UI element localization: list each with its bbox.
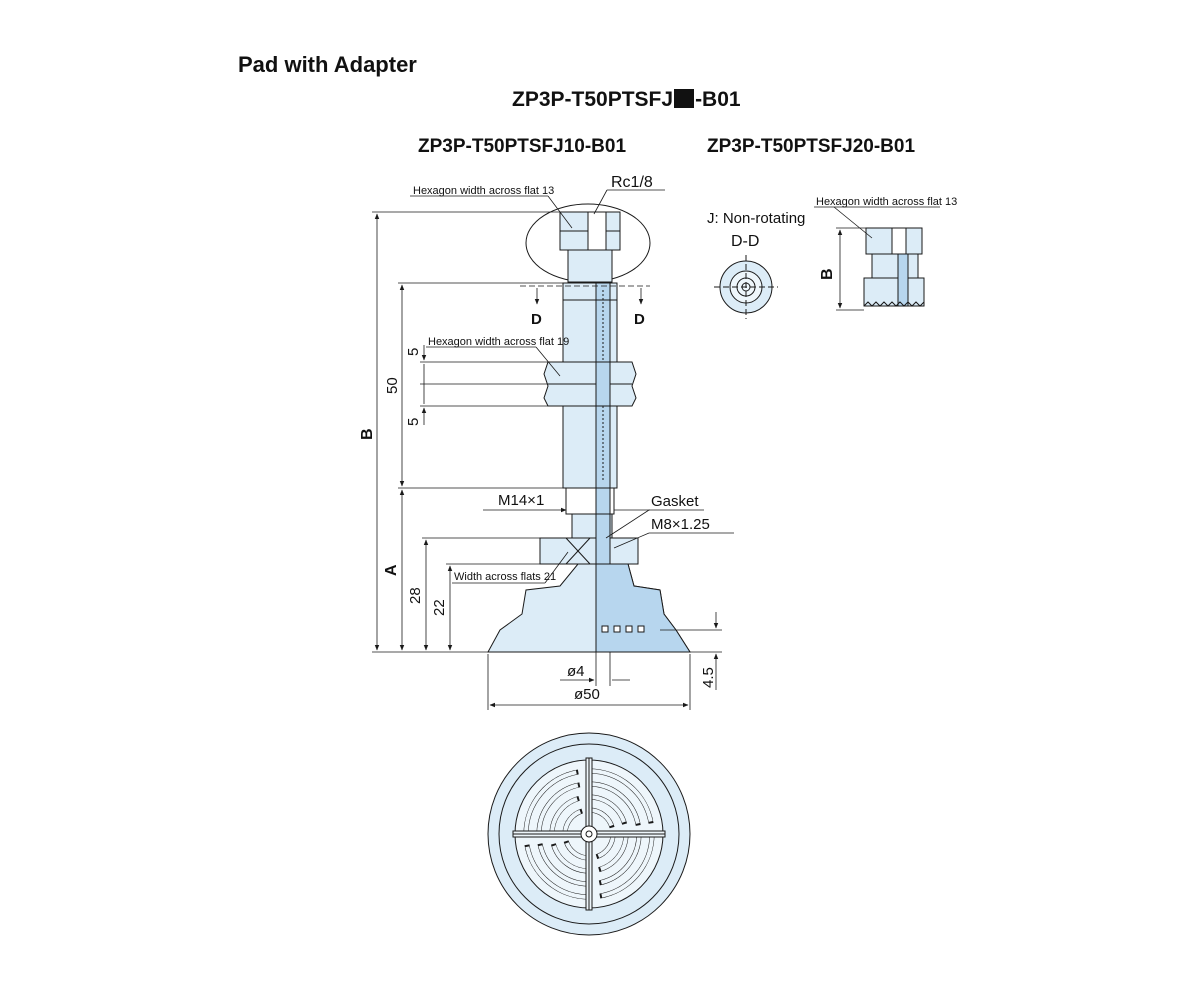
page-heading: Pad with Adapter	[238, 52, 417, 77]
j20-dimension-lines	[814, 206, 940, 311]
main-side-view	[487, 203, 691, 653]
label-dim-b: B	[359, 428, 376, 440]
model-generic-suffix: -B01	[695, 88, 741, 111]
label-rc: Rc1/8	[611, 174, 653, 191]
section-dd-view	[714, 255, 778, 319]
label-dim-5-top: 5	[405, 348, 422, 356]
bottom-view	[487, 732, 691, 936]
model-generic-title: ZP3P-T50PTSFJ -B01	[512, 88, 741, 112]
j20-detail-view	[863, 227, 925, 307]
label-m14: M14×1	[498, 492, 544, 509]
variant-20-title: ZP3P-T50PTSFJ20-B01	[707, 136, 916, 157]
label-dim-28: 28	[407, 587, 424, 604]
label-dim-a: A	[383, 564, 400, 576]
label-m8: M8×1.25	[651, 516, 710, 533]
variant-10-title: ZP3P-T50PTSFJ10-B01	[418, 136, 627, 157]
label-hex19: Hexagon width across flat 19	[428, 336, 569, 348]
model-generic-prefix: ZP3P-T50PTSFJ	[512, 88, 674, 111]
label-dim-50: 50	[384, 377, 401, 394]
label-gasket: Gasket	[651, 493, 699, 510]
dimension-lines	[372, 189, 734, 710]
label-dia4: ø4	[567, 663, 585, 680]
label-dim-5-bottom: 5	[405, 418, 422, 426]
label-non-rotating: J: Non-rotating	[707, 210, 805, 227]
label-section-d-left: D	[531, 311, 542, 328]
label-dim-4-5: 4.5	[700, 667, 717, 688]
label-wf21: Width across flats 21	[454, 571, 556, 583]
label-hex13-right: Hexagon width across flat 13	[816, 196, 957, 208]
model-code-box	[674, 89, 695, 108]
label-dim-b-right: B	[819, 268, 836, 280]
label-hex13: Hexagon width across flat 13	[413, 185, 554, 197]
label-dia50: ø50	[574, 686, 600, 703]
label-section-dd: D-D	[731, 233, 759, 250]
rc-port	[587, 211, 607, 251]
top-fitting-neck	[567, 249, 613, 283]
label-section-d-right: D	[634, 311, 645, 328]
label-dim-22: 22	[431, 599, 448, 616]
lower-fitting-21	[539, 537, 639, 565]
pad-section-shade	[595, 563, 691, 653]
